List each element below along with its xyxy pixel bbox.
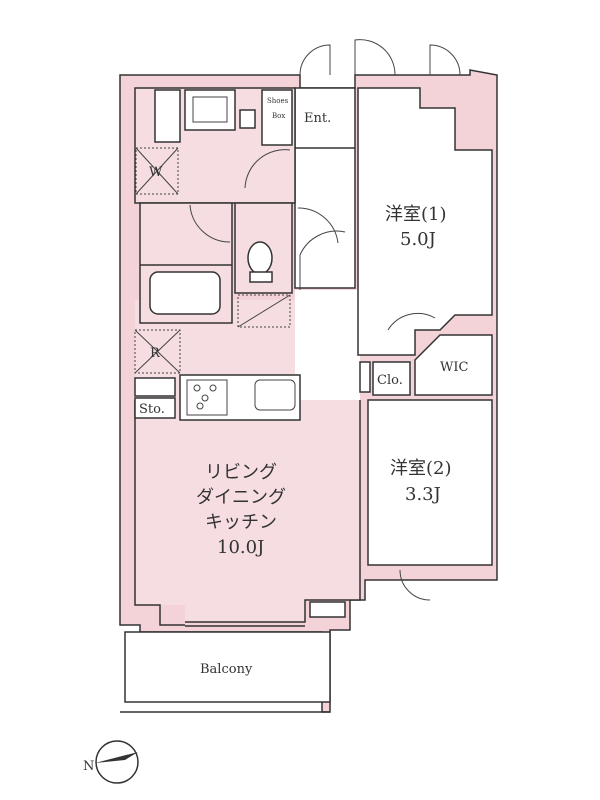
storage-label: Sto. [139, 402, 165, 417]
ldk-label-3: キッチン [205, 512, 277, 533]
kitchen-counter [179, 374, 301, 421]
storage [134, 397, 176, 419]
shoes-box-label: Shoes [267, 97, 289, 105]
closet [372, 361, 411, 396]
western-room-1-name: 洋室(1) [385, 204, 447, 225]
balcony-label: Balcony [200, 662, 253, 677]
walk-in-closet [414, 334, 493, 396]
corridor [294, 87, 356, 289]
compass-icon: N [83, 740, 139, 784]
wic-label: WIC [440, 360, 468, 375]
western-room-1 [357, 87, 493, 356]
bathtub [149, 271, 221, 315]
hall [295, 290, 360, 400]
ldk-size: 10.0J [217, 537, 264, 558]
compass-north: N [83, 759, 94, 774]
shoes-box-label-2: Box [272, 112, 285, 120]
door-swing [244, 149, 291, 189]
closet-label: Clo. [377, 373, 403, 388]
balcony [124, 631, 331, 703]
toilet-icon [247, 241, 273, 275]
western-room-2 [367, 399, 493, 566]
sink [254, 379, 296, 411]
washer-space [135, 147, 179, 195]
washer-label: W [149, 165, 163, 180]
fridge-label: R [150, 346, 161, 361]
ldk-label-1: リビング [205, 462, 277, 483]
ldk-room [135, 400, 360, 622]
western-room-2-name: 洋室(2) [390, 458, 452, 479]
western-room-1-size: 5.0J [400, 229, 436, 250]
western-room-2-size: 3.3J [405, 484, 441, 505]
shoes-box [261, 89, 293, 146]
ldk-label-2: ダイニング [196, 487, 286, 508]
entrance-label: Ent. [304, 111, 331, 126]
